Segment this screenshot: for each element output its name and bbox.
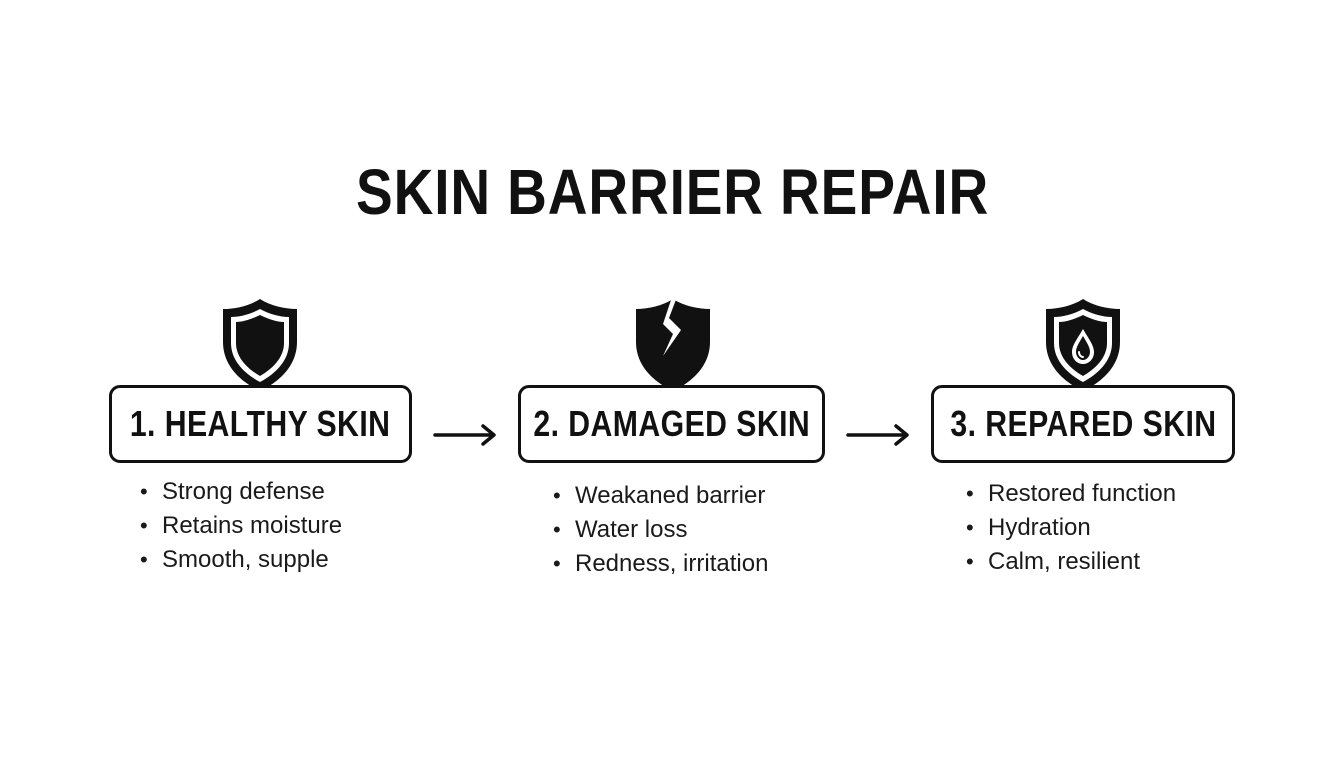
arrow-right-icon [433,424,496,446]
shield-icon [223,299,297,391]
list-item: •Retains moisture [140,512,343,539]
stage-label: 3. REPARED SKIN [949,403,1217,444]
stage-box-repaired: 3. REPARED SKIN [931,385,1235,463]
stage-bullets-healthy: •Strong defense •Retains moisture •Smoot… [140,475,342,577]
stage-box-damaged: 2. DAMAGED SKIN [518,385,825,463]
stage-box-healthy: 1. HEALTHY SKIN [109,385,412,463]
arrow-right-icon [846,424,909,446]
list-item: •Weakaned barrier [553,482,766,509]
stage-bullets-repaired: •Restored function •Hydration •Calm, res… [966,477,1176,579]
stage-label: 1. HEALTHY SKIN [130,403,391,444]
list-item: •Hydration [966,514,1091,541]
cracked-shield-icon [636,297,710,391]
shield-droplet-icon [1046,299,1120,391]
list-item: •Redness, irritation [553,550,769,577]
list-item: •Calm, resilient [966,548,1141,575]
stage-bullets-damaged: •Weakaned barrier •Water loss •Redness, … [553,479,768,581]
list-item: •Smooth, supple [140,546,329,573]
diagram-title: SKIN BARRIER REPAIR [356,156,990,228]
list-item: •Water loss [553,516,688,543]
list-item: •Restored function [966,480,1177,507]
stage-label: 2. DAMAGED SKIN [533,403,810,444]
list-item: •Strong defense [140,478,325,505]
